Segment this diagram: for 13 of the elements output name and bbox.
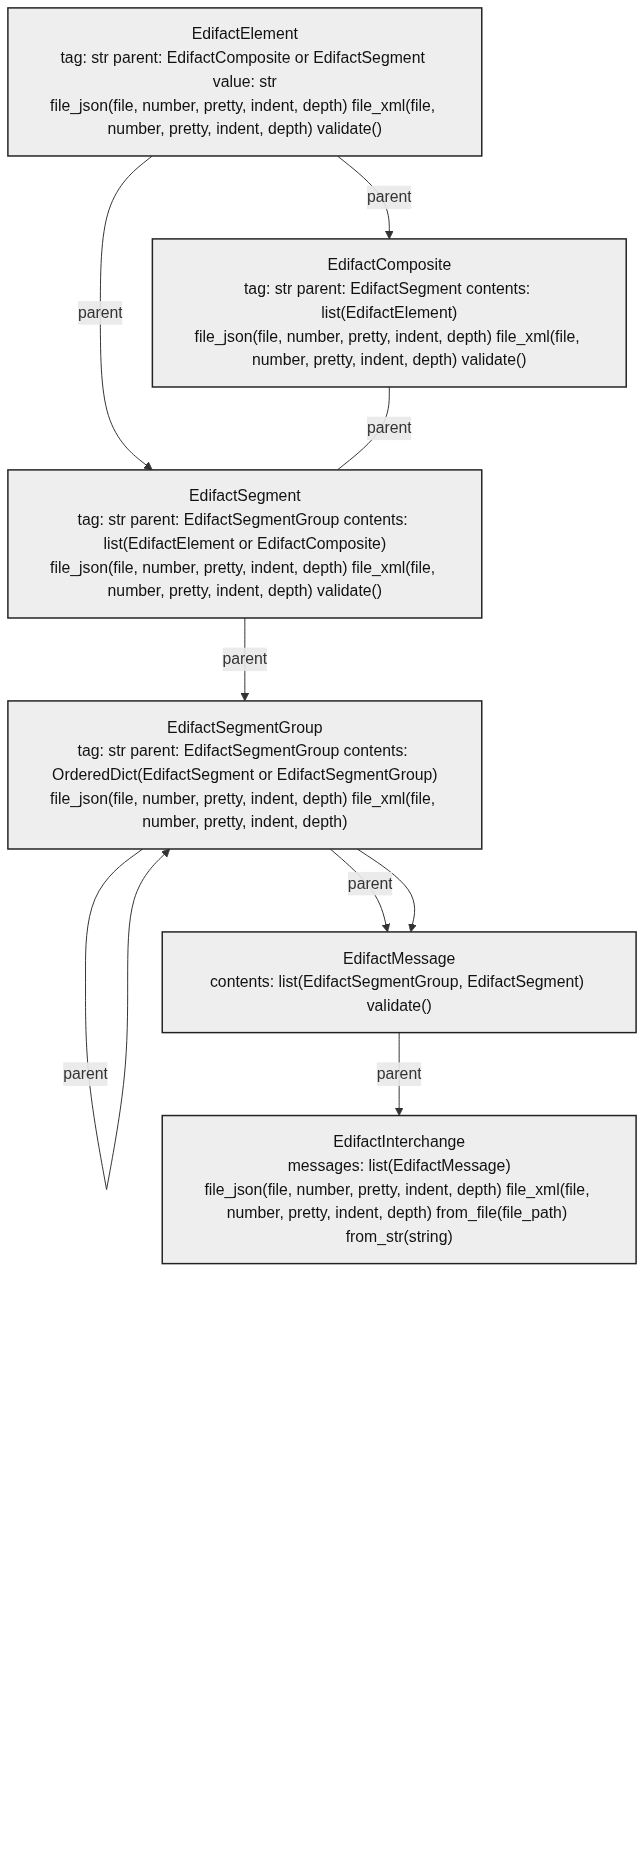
edge-label: parent — [376, 1065, 422, 1082]
node-box: EdifactInterchange messages: list(EdifactMessage) file_json(file, number, pretty, indent, depth) file_xml(file, number, pretty, indent, depth) from_file(file_path) from_str(string) — [161, 1114, 637, 1265]
edge-label: parent — [63, 1065, 108, 1082]
edge-label: parent — [366, 188, 412, 206]
edge-label: parent — [77, 304, 123, 321]
node-box: EdifactSegmentGroup tag: str parent: EdifactSegmentGroup contents: OrderedDict(EdifactSegment or EdifactSegmentGroup) file_json(file, number, pretty, indent, depth) file_xml(file, number, pretty, indent, depth) — [7, 700, 483, 850]
node-box: EdifactSegment tag: str parent: EdifactSegmentGroup contents: list(EdifactElement or EdifactComposite) file_json(file, number, pretty, indent, depth) file_xml(file, number, pretty, indent, depth) validate() — [7, 469, 483, 619]
node-box: EdifactMessage contents: list(EdifactSegmentGroup, EdifactSegment) validate() — [161, 931, 637, 1034]
node-box: EdifactComposite tag: str parent: EdifactSegment contents: list(EdifactElement) file_json(file, number, pretty, indent, depth) file_xml(file, number, pretty, indent, depth) validate() — [151, 238, 627, 388]
node-box: EdifactElement tag: str parent: EdifactComposite or EdifactSegment value: str file_json(file, number, pretty, indent, depth) file_xml(file, number, pretty, indent, depth) validate() — [7, 7, 483, 157]
edge-label: parent — [222, 650, 268, 668]
edge-label: parent — [347, 874, 393, 892]
edge-label: parent — [366, 419, 412, 437]
